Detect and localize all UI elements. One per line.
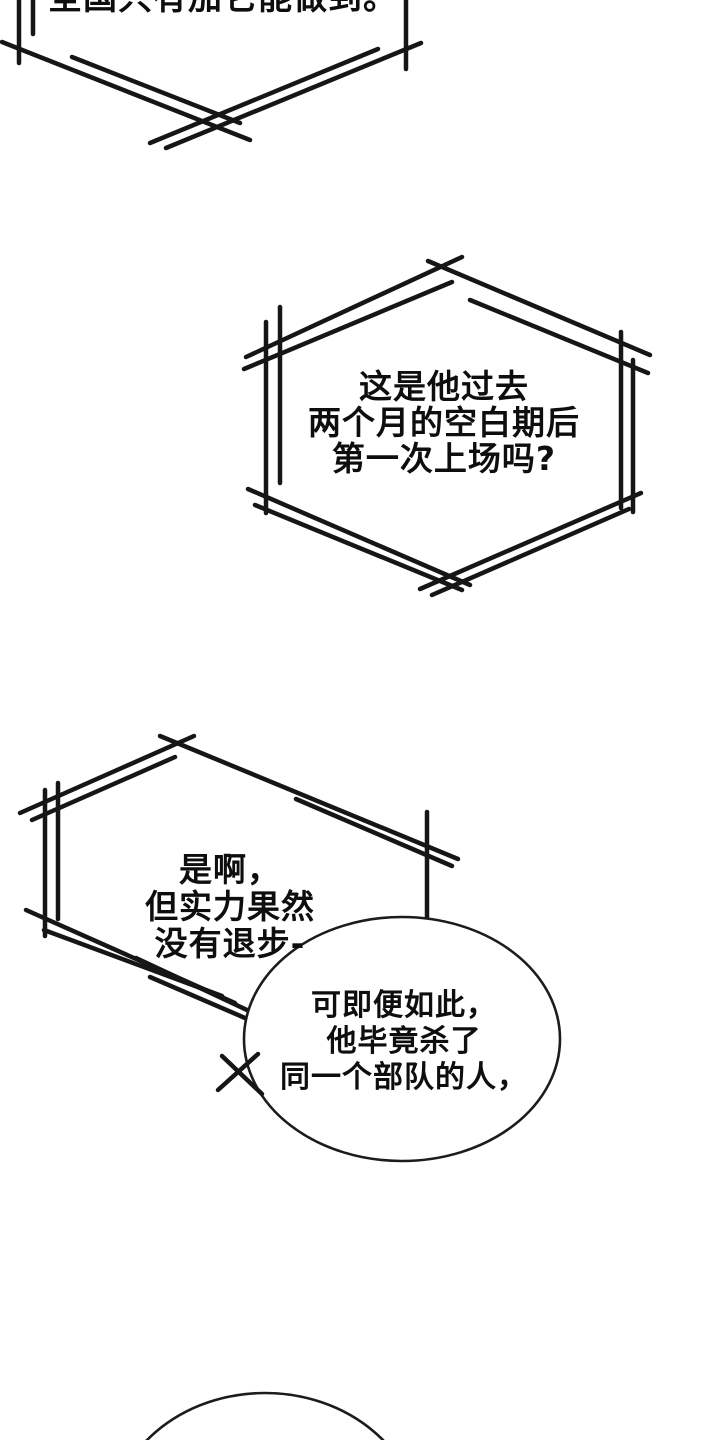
speech-line: 这是他过去 [359,367,529,406]
speech-line: 他毕竟杀了 [326,1024,482,1059]
middle-speech-bubble-outline [241,254,653,598]
speech-line: 是啊， [179,850,281,889]
speech-line: 可即便如此， [311,988,497,1023]
top-speech-bubble-outline [0,0,424,151]
speech-line: 但实力果然 [145,887,315,926]
left-speech-bubble-text: 是啊， 但实力果然 没有退步- [145,851,315,962]
oval-speech-bubble-outline [242,915,562,1163]
speech-line: 第一次上场吗? [331,439,557,478]
left-speech-bubble-outline [17,733,461,1024]
speech-line: 两个月的空白期后 [308,403,580,442]
top-speech-bubble-text: 全国只有加它能做到。 [48,0,398,18]
oval-speech-bubble-text: 可即便如此， 他毕竟杀了 同一个部队的人， [280,988,528,1096]
speech-line: 没有退步- [154,924,306,963]
oval-edge-cross-mark [215,1051,265,1097]
speech-line: 全国只有加它能做到。 [48,0,398,18]
speech-line: 同一个部队的人， [280,1060,528,1095]
bottom-oval-bubble-outline [145,1391,385,1440]
middle-speech-bubble-text: 这是他过去 两个月的空白期后 第一次上场吗? [308,369,580,477]
